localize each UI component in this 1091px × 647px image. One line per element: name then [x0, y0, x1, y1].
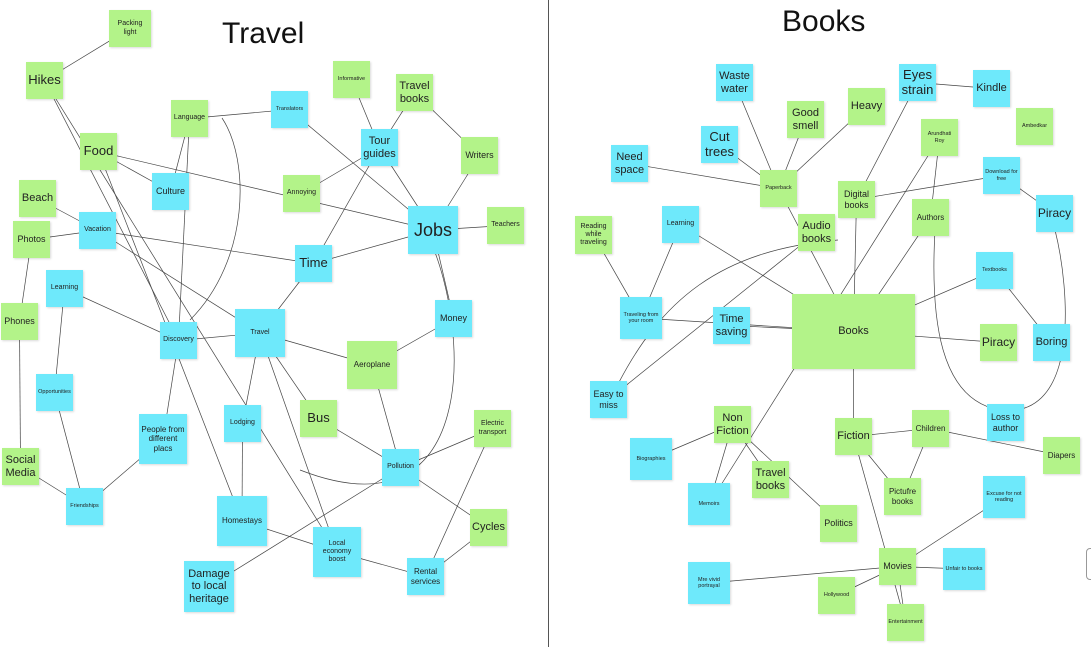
note-picture-books[interactable]: Pictufre books — [884, 478, 921, 515]
note-tour-guides[interactable]: Tour guides — [361, 129, 398, 166]
note-phones[interactable]: Phones — [1, 303, 38, 340]
note-biographies[interactable]: Biographies — [630, 438, 672, 480]
connector-line — [855, 175, 1002, 202]
note-lodging[interactable]: Lodging — [224, 405, 261, 442]
note-local-economy-boost[interactable]: Local economy boost — [313, 527, 361, 577]
board-divider — [548, 0, 549, 647]
note-politics[interactable]: Politics — [820, 505, 857, 542]
note-photos[interactable]: Photos — [13, 221, 50, 258]
note-cut-trees[interactable]: Cut trees — [701, 126, 738, 163]
connector-line — [176, 118, 190, 342]
travel-board-title: Travel — [222, 17, 305, 50]
note-discovery[interactable]: Discovery — [160, 322, 197, 359]
connector-line — [259, 332, 338, 553]
note-culture[interactable]: Culture — [152, 173, 189, 210]
note-pollution[interactable]: Pollution — [382, 449, 419, 486]
note-memoirs[interactable]: Memoirs — [688, 483, 730, 525]
note-beach[interactable]: Beach — [19, 180, 56, 217]
note-easy-to-miss[interactable]: Easy to miss — [590, 381, 627, 418]
note-need-space[interactable]: Need space — [611, 145, 648, 182]
note-aeroplane[interactable]: Aeroplane — [347, 341, 397, 389]
note-traveling-from-your-room[interactable]: Traveling from your room — [620, 297, 662, 339]
note-entertainment[interactable]: Entertainment — [887, 604, 924, 641]
note-excuse-for-not-reading[interactable]: Excuse for not reading — [983, 476, 1025, 518]
note-time[interactable]: Time — [295, 245, 332, 282]
connector-line — [425, 428, 493, 578]
note-arundhati-roy[interactable]: Arundhati Roy — [921, 119, 958, 156]
note-translators[interactable]: Translators — [271, 91, 308, 128]
note-learning-books[interactable]: Learning — [662, 206, 699, 243]
note-food[interactable]: Food — [80, 133, 117, 170]
note-hikes[interactable]: Hikes — [26, 62, 63, 99]
note-authors[interactable]: Authors — [912, 199, 949, 236]
note-diapers[interactable]: Diapers — [1043, 437, 1080, 474]
note-people-from-different-places[interactable]: People from different placs — [139, 414, 187, 464]
note-books[interactable]: Books — [792, 294, 915, 369]
connector-line — [97, 230, 315, 266]
note-bus[interactable]: Bus — [300, 400, 337, 437]
connector-line — [18, 321, 23, 468]
note-paperback[interactable]: Paperback — [760, 170, 797, 207]
note-teachers[interactable]: Teachers — [487, 207, 524, 244]
note-friendships[interactable]: Friendships — [66, 488, 103, 525]
note-annoying[interactable]: Annoying — [283, 175, 320, 212]
note-eyes-strain[interactable]: Eyes strain — [899, 64, 936, 101]
note-travel[interactable]: Travel — [235, 309, 285, 357]
note-piracy-top[interactable]: Piracy — [1036, 195, 1073, 232]
note-money[interactable]: Money — [435, 300, 472, 337]
note-hollywood[interactable]: Hollywood — [818, 577, 855, 614]
note-learning[interactable]: Learning — [46, 270, 83, 307]
note-digital-books[interactable]: Digital books — [838, 181, 875, 218]
note-heavy[interactable]: Heavy — [848, 88, 885, 125]
note-opportunities[interactable]: Opportunities — [36, 374, 73, 411]
note-homestays[interactable]: Homestays — [217, 496, 267, 546]
note-textbooks[interactable]: Textbooks — [976, 252, 1013, 289]
note-social-media[interactable]: Social Media — [2, 448, 39, 485]
note-vacation[interactable]: Vacation — [79, 212, 116, 249]
note-waste-water[interactable]: Waste water — [716, 64, 753, 101]
note-damage-to-local-heritage[interactable]: Damage to local heritage — [184, 561, 234, 612]
note-kindle[interactable]: Kindle — [973, 70, 1010, 107]
note-fiction[interactable]: Fiction — [835, 418, 872, 455]
note-download-for-free[interactable]: Download for free — [983, 157, 1020, 194]
note-rental-services[interactable]: Rental services — [407, 558, 444, 595]
note-writers[interactable]: Writers — [461, 137, 498, 174]
note-loss-to-author[interactable]: Loss to author — [987, 404, 1024, 441]
note-travel-books-books[interactable]: Travel books — [752, 461, 789, 498]
note-jobs[interactable]: Jobs — [408, 206, 458, 254]
note-unfair-to-books[interactable]: Unfair to books — [943, 548, 985, 590]
note-cycles[interactable]: Cycles — [470, 509, 507, 546]
note-packing-light[interactable]: Packing light — [109, 10, 151, 47]
note-ambedkar[interactable]: Ambedkar — [1016, 108, 1053, 145]
books-board-title: Books — [782, 5, 866, 38]
connector-line — [628, 162, 779, 189]
note-boring[interactable]: Boring — [1033, 324, 1070, 361]
note-time-saving[interactable]: Time saving — [713, 307, 750, 344]
note-more-vivid-portrayal[interactable]: Mre vivid portrayal — [688, 562, 730, 604]
connector-curve — [189, 117, 241, 321]
note-reading-while-traveling[interactable]: Reading while traveling — [575, 216, 612, 254]
note-non-fiction[interactable]: Non Fiction — [714, 406, 751, 443]
connector-line — [853, 436, 907, 624]
note-movies[interactable]: Movies — [879, 548, 916, 585]
note-travel-books[interactable]: Travel books — [396, 74, 433, 111]
note-electric-transport[interactable]: Electric transport — [474, 410, 511, 447]
note-good-smell[interactable]: Good smell — [787, 101, 824, 138]
scroll-handle[interactable] — [1086, 548, 1091, 580]
note-audio-books[interactable]: Audio books — [798, 214, 835, 251]
note-language[interactable]: Language — [171, 100, 208, 137]
note-informative[interactable]: Informative — [333, 61, 370, 98]
connector-line — [708, 566, 898, 585]
note-children[interactable]: Children — [912, 410, 949, 447]
note-piracy[interactable]: Piracy — [980, 324, 1017, 361]
